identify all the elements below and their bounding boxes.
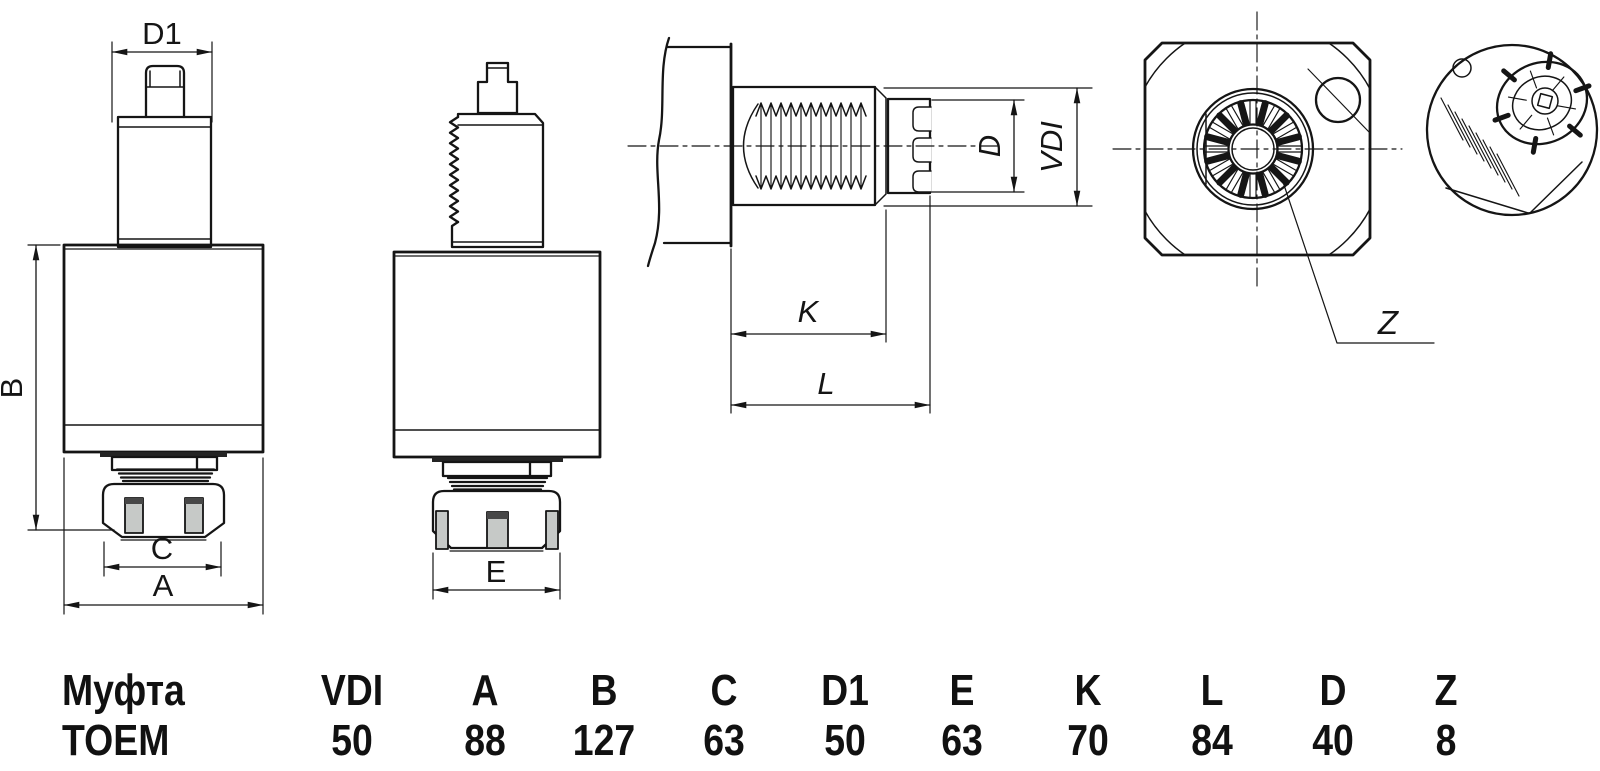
holder-body-front: [62, 243, 265, 454]
thread-crests: [755, 102, 867, 117]
dim-label-b: B: [0, 378, 29, 399]
dim-label-a: A: [153, 568, 174, 603]
iso-teeth: [1492, 51, 1592, 155]
iso-coupling-face: [1495, 60, 1589, 146]
dim-label-k: K: [798, 294, 820, 329]
dim-label-z: Z: [1377, 304, 1400, 341]
table-header-c: C: [710, 666, 738, 715]
table-header-z: Z: [1434, 666, 1458, 715]
center-bore: [1227, 123, 1279, 175]
side-view: E: [392, 61, 602, 600]
coupling-cylinder: [116, 115, 213, 249]
dim-label-l: L: [817, 366, 834, 401]
table-value-k: 70: [1067, 716, 1109, 765]
collet-nut-side: [431, 489, 562, 550]
dim-label-d: D: [972, 135, 1007, 157]
table-header-k: K: [1074, 666, 1102, 715]
iso-3d-view: [1425, 43, 1599, 217]
front-view: D1 B C A: [0, 16, 265, 615]
nut-slot: [545, 510, 559, 550]
dim-label-vdi: VDI: [1034, 121, 1069, 173]
mounting-hole: [1314, 76, 1362, 124]
shank-serration: [448, 115, 460, 224]
tenon-side: [476, 61, 519, 115]
nut-slot: [435, 510, 449, 550]
table-header-d1: D1: [821, 666, 869, 715]
table-header-mufta: Муфта: [62, 666, 185, 715]
table-value-d: 40: [1312, 716, 1354, 765]
z-leader-line: [1280, 175, 1435, 344]
square-flange: [1143, 41, 1372, 257]
table-value-l: 84: [1191, 716, 1233, 765]
table-header-e: E: [949, 666, 975, 715]
collet-nut-front: [101, 482, 226, 539]
table-header-l: L: [1200, 666, 1224, 715]
table-value-vdi: 50: [331, 716, 373, 765]
table-row-name: TOEM: [62, 716, 170, 765]
dim-label-d1: D1: [142, 16, 182, 51]
table-header-vdi: VDI: [320, 666, 384, 715]
table-value-z: 8: [1435, 716, 1457, 765]
table-header-a: A: [471, 666, 499, 715]
table-header-b: B: [590, 666, 618, 715]
table-value-c: 63: [703, 716, 745, 765]
holder-body-side: [392, 250, 602, 459]
tenon-outline: [144, 64, 186, 119]
face-view: Z: [1112, 11, 1435, 344]
body-break-line: [646, 36, 671, 268]
iso-thread-hatching: [1440, 97, 1520, 197]
iso-outline: [1425, 43, 1599, 217]
shank-side: [450, 112, 545, 249]
table-value-a: 88: [464, 716, 506, 765]
radial-serrations: [1204, 100, 1302, 198]
dim-label-e: E: [486, 554, 507, 589]
table-value-d1: 50: [824, 716, 866, 765]
table-value-e: 63: [941, 716, 983, 765]
table-value-b: 127: [572, 716, 636, 765]
table-header-d: D: [1319, 666, 1347, 715]
dim-label-c: C: [151, 531, 173, 566]
shank-view: VDI D K L: [627, 36, 1093, 414]
